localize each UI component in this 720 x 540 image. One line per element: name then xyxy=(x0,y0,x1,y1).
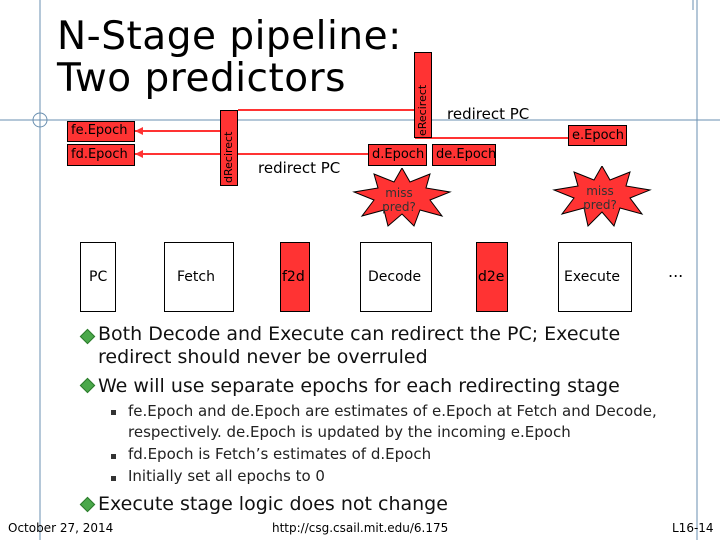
redirect-pc-top: redirect PC xyxy=(447,105,530,123)
fe-epoch-box: fe.Epoch xyxy=(67,121,135,142)
sub-bullet-icon xyxy=(111,454,116,459)
d2e-label: d2e xyxy=(478,269,505,285)
f2d-label: f2d xyxy=(282,269,305,285)
execute-box: Execute xyxy=(558,242,632,312)
d2e-box: d2e xyxy=(476,242,508,312)
d-epoch-box: d.Epoch xyxy=(368,144,427,166)
e-epoch-box: e.Epoch xyxy=(568,125,627,146)
bullet-3: Execute stage logic does not change xyxy=(98,493,448,515)
sub-bullet-2: fd.Epoch is Fetch’s estimates of d.Epoch xyxy=(128,445,432,463)
sub-bullet-icon xyxy=(111,410,116,415)
d-redirect-box xyxy=(220,110,238,186)
bullet-2: We will use separate epochs for each red… xyxy=(98,375,620,397)
d-redirect-label: dRecirect xyxy=(222,131,235,183)
redirect-pc-mid: redirect PC xyxy=(258,159,341,177)
f2d-box: f2d xyxy=(280,242,310,312)
decode-label: Decode xyxy=(368,269,422,285)
footer-date: October 27, 2014 xyxy=(8,521,114,535)
de-epoch-box: de.Epoch xyxy=(432,144,496,166)
sub-bullet-1: fe.Epoch and de.Epoch are estimates of e… xyxy=(128,402,657,441)
footer-url: http://csg.csail.mit.edu/6.175 xyxy=(272,521,449,535)
sub-bullet-icon xyxy=(111,476,116,481)
e-redirect-box xyxy=(414,52,432,138)
fd-epoch-box: fd.Epoch xyxy=(67,144,135,166)
pc-box: PC xyxy=(80,242,116,312)
ellipsis: ... xyxy=(668,262,684,281)
fetch-label: Fetch xyxy=(177,269,215,285)
miss-pred-burst-1 xyxy=(352,168,452,227)
footer-slide-number: L16-14 xyxy=(672,521,714,535)
sub-bullet-3: Initially set all epochs to 0 xyxy=(128,467,325,485)
slide-title: N-Stage pipeline: Two predictors xyxy=(57,14,402,101)
execute-label: Execute xyxy=(564,269,620,285)
miss-pred-burst-2 xyxy=(552,166,652,227)
pc-label: PC xyxy=(89,269,108,285)
miss-pred-label-2: miss pred? xyxy=(583,184,617,212)
miss-pred-label-1: miss pred? xyxy=(382,186,416,214)
bullet-1: Both Decode and Execute can redirect the… xyxy=(98,323,621,368)
e-redirect-label: eRecirect xyxy=(416,84,429,136)
decode-box: Decode xyxy=(360,242,432,312)
fetch-box: Fetch xyxy=(164,242,234,312)
